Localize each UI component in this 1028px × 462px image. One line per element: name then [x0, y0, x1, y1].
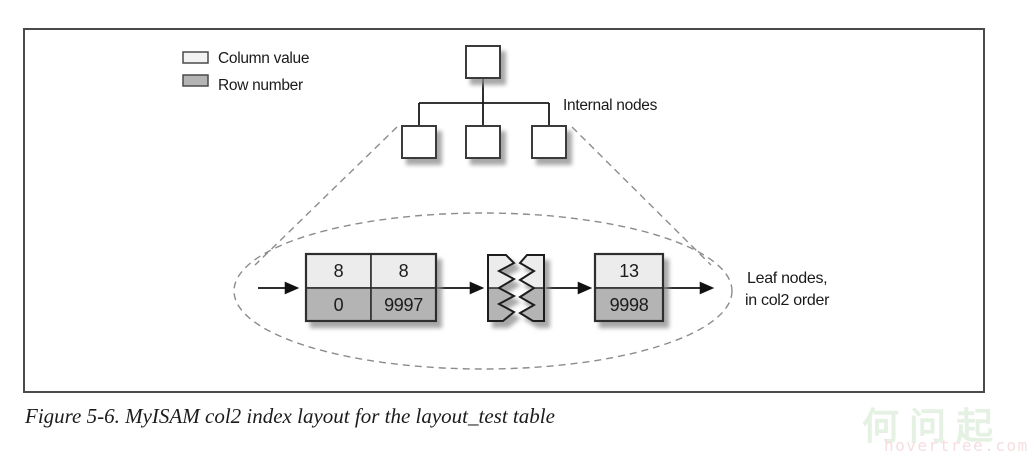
leaf2-col-value: 13 [619, 261, 639, 281]
leaf2-outline [593, 252, 665, 323]
watermark-site-text: hovertree.com [884, 436, 1028, 455]
legend-label-column-value: Column value [218, 50, 309, 67]
leaf-zoom-ellipse [233, 212, 733, 370]
break-right-top [520, 255, 544, 288]
leaf1-outline [304, 252, 438, 323]
tree-child-node-3 [531, 125, 567, 159]
leaf2-row-number: 9998 [610, 295, 649, 315]
leaf-nodes-label-line1: Leaf nodes, [747, 270, 827, 287]
zoom-cone-left-line [254, 126, 398, 266]
leaf1-col-value-2: 8 [399, 261, 409, 281]
column-value-swatch [182, 51, 209, 64]
break-right-bottom [520, 288, 544, 321]
tree-root-node [465, 45, 501, 79]
figure-panel: Column value Row number Internal nodes [23, 28, 985, 393]
btree-internal-nodes: Internal nodes [401, 45, 658, 159]
leaf-nodes-label-line2: in col2 order [745, 292, 830, 309]
page-break-symbol [487, 254, 545, 322]
tree-child-node-1 [401, 125, 437, 159]
break-left-outline [487, 254, 517, 322]
tree-connectors [418, 78, 550, 126]
legend-label-row-number: Row number [218, 77, 303, 94]
leaf-node-1: 8 8 0 9997 [304, 252, 438, 323]
leaf-node-2: 13 9998 [593, 252, 665, 323]
leaf1-row-number-1: 0 [334, 295, 344, 315]
legend: Column value Row number [182, 50, 309, 94]
watermark-logo-text: 何问起 [862, 406, 1003, 447]
internal-nodes-label: Internal nodes [563, 97, 658, 114]
leaf1-row-number-2: 9997 [384, 295, 423, 315]
tree-child-node-2 [465, 125, 501, 159]
break-left-bottom [488, 288, 514, 321]
zoom-callout [233, 126, 733, 370]
diagram-canvas: Column value Row number Internal nodes [182, 45, 830, 370]
zoom-cone-right-line [571, 126, 712, 266]
row-number-swatch [182, 74, 209, 87]
leaf1-col-value-1: 8 [334, 261, 344, 281]
break-right-outline [518, 254, 545, 322]
leaf-nodes-label: Leaf nodes, in col2 order [745, 270, 830, 309]
break-left-top [488, 255, 514, 288]
figure-caption: Figure 5-6. MyISAM col2 index layout for… [25, 404, 555, 428]
